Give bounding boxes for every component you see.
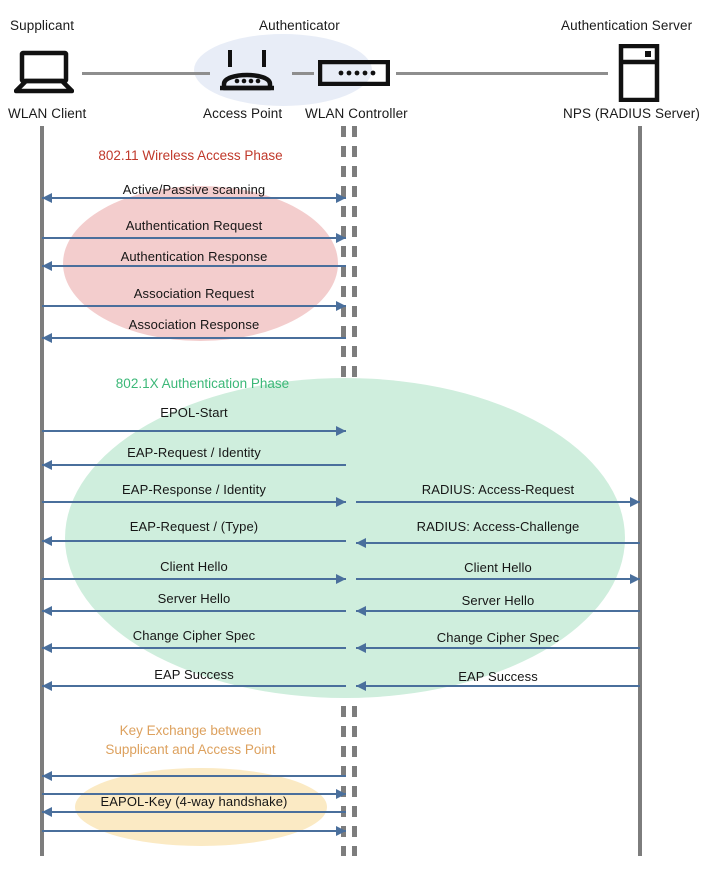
phase-blob-key-exchange <box>75 768 327 846</box>
message-arrow-dot1x-auth-3 <box>356 501 640 503</box>
message-label-dot1x-auth-10: Change Cipher Spec <box>132 628 256 643</box>
wire-client-to-ap <box>82 72 210 75</box>
message-label-wireless-access-3: Association Request <box>133 286 255 301</box>
actor-role-authenticator: Authenticator <box>259 18 340 33</box>
message-arrow-dot1x-auth-9 <box>356 610 640 612</box>
arrowhead-dot1x-auth-9 <box>356 606 366 616</box>
message-label-dot1x-auth-4: EAP-Request / (Type) <box>129 519 259 534</box>
actor-device-supplicant: WLAN Client <box>8 106 87 121</box>
message-label-dot1x-auth-8: Server Hello <box>157 591 231 606</box>
message-arrow-dot1x-auth-13 <box>356 685 640 687</box>
message-label-dot1x-auth-3: RADIUS: Access-Request <box>421 482 575 497</box>
arrowhead-dot1x-auth-10 <box>42 643 52 653</box>
actor-device-wlan-controller: WLAN Controller <box>305 106 408 121</box>
phase-label-dot1x-auth: 802.1X Authentication Phase <box>115 376 290 391</box>
message-arrow-key-exchange-3 <box>42 830 346 832</box>
network-switch-icon <box>317 59 391 91</box>
message-arrow-key-exchange-0 <box>42 775 346 777</box>
message-arrow-key-exchange-2 <box>42 811 346 813</box>
arrowhead-key-exchange-2 <box>42 807 52 817</box>
message-label-wireless-access-4: Association Response <box>128 317 260 332</box>
lifeline-supplicant <box>40 126 44 856</box>
arrowhead-dot1x-auth-7 <box>630 574 640 584</box>
arrowhead-dot1x-auth-2 <box>336 497 346 507</box>
message-arrow-dot1x-auth-10 <box>42 647 346 649</box>
arrowhead-wireless-access-4 <box>42 333 52 343</box>
arrowhead-wireless-access-1 <box>336 233 346 243</box>
message-label-dot1x-auth-6: Client Hello <box>160 559 228 574</box>
message-arrow-dot1x-auth-7 <box>356 578 640 580</box>
message-label-dot1x-auth-1: EAP-Request / Identity <box>127 445 261 460</box>
server-tower-icon <box>618 43 660 107</box>
message-label-wireless-access-1: Authentication Request <box>125 218 263 233</box>
lifeline-auth-server <box>638 126 642 856</box>
arrowhead-dot1x-auth-6 <box>336 574 346 584</box>
message-arrow-wireless-access-4 <box>42 337 346 339</box>
arrowhead-dot1x-auth-11 <box>356 643 366 653</box>
authenticator-highlight-blob <box>194 34 372 106</box>
arrowhead-dot1x-auth-0 <box>336 426 346 436</box>
actor-role-auth-server: Authentication Server <box>561 18 693 33</box>
message-label-dot1x-auth-5: RADIUS: Access-Challenge <box>416 519 580 534</box>
message-arrow-dot1x-auth-8 <box>42 610 346 612</box>
actor-device-nps: NPS (RADIUS Server) <box>563 106 700 121</box>
message-arrow-dot1x-auth-0 <box>42 430 346 432</box>
arrowhead-wireless-access-0 <box>336 193 346 203</box>
message-arrow-dot1x-auth-5 <box>356 542 640 544</box>
laptop-icon <box>13 50 75 99</box>
message-label-dot1x-auth-13: EAP Success <box>458 669 538 684</box>
message-arrow-dot1x-auth-2 <box>42 501 346 503</box>
message-arrow-dot1x-auth-6 <box>42 578 346 580</box>
arrowhead-dot1x-auth-1 <box>42 460 52 470</box>
actor-role-supplicant: Supplicant <box>10 18 75 33</box>
message-label-dot1x-auth-11: Change Cipher Spec <box>436 630 560 645</box>
arrowhead-key-exchange-3 <box>336 826 346 836</box>
message-arrow-dot1x-auth-12 <box>42 685 346 687</box>
message-label-key-exchange-2: EAPOL-Key (4-way handshake) <box>100 794 288 809</box>
message-arrow-key-exchange-1 <box>42 793 346 795</box>
arrowhead-dot1x-auth-12 <box>42 681 52 691</box>
message-arrow-wireless-access-2 <box>42 265 346 267</box>
arrowhead-dot1x-auth-5 <box>356 538 366 548</box>
message-arrow-dot1x-auth-4 <box>42 540 346 542</box>
arrowhead-dot1x-auth-3 <box>630 497 640 507</box>
message-arrow-dot1x-auth-11 <box>356 647 640 649</box>
phase-label-wireless-access: 802.11 Wireless Access Phase <box>98 148 283 163</box>
message-label-wireless-access-2: Authentication Response <box>120 249 268 264</box>
message-arrow-wireless-access-3 <box>42 305 346 307</box>
wire-ap-to-controller <box>292 72 314 75</box>
message-label-dot1x-auth-2: EAP-Response / Identity <box>122 482 266 497</box>
wire-controller-to-nps <box>396 72 608 75</box>
arrowhead-dot1x-auth-8 <box>42 606 52 616</box>
message-label-dot1x-auth-7: Client Hello <box>464 560 532 575</box>
phase-blob-wireless-access <box>63 186 338 341</box>
message-label-dot1x-auth-12: EAP Success <box>154 667 234 682</box>
arrowhead-dot1x-auth-13 <box>356 681 366 691</box>
arrowhead-dot1x-auth-4 <box>42 536 52 546</box>
arrowhead-key-exchange-1 <box>336 789 346 799</box>
wireless-router-icon <box>218 48 276 101</box>
arrowhead-wireless-access-0 <box>42 193 52 203</box>
arrowhead-key-exchange-0 <box>42 771 52 781</box>
message-label-dot1x-auth-9: Server Hello <box>461 593 535 608</box>
arrowhead-wireless-access-3 <box>336 301 346 311</box>
message-label-dot1x-auth-0: EPOL-Start <box>160 405 228 420</box>
message-label-wireless-access-0: Active/Passive scanning <box>122 182 266 197</box>
arrowhead-wireless-access-2 <box>42 261 52 271</box>
message-arrow-wireless-access-0 <box>42 197 346 199</box>
message-arrow-wireless-access-1 <box>42 237 346 239</box>
actor-device-access-point: Access Point <box>203 106 283 121</box>
message-arrow-dot1x-auth-1 <box>42 464 346 466</box>
phase-label-key-exchange: Key Exchange between Supplicant and Acce… <box>105 723 276 757</box>
